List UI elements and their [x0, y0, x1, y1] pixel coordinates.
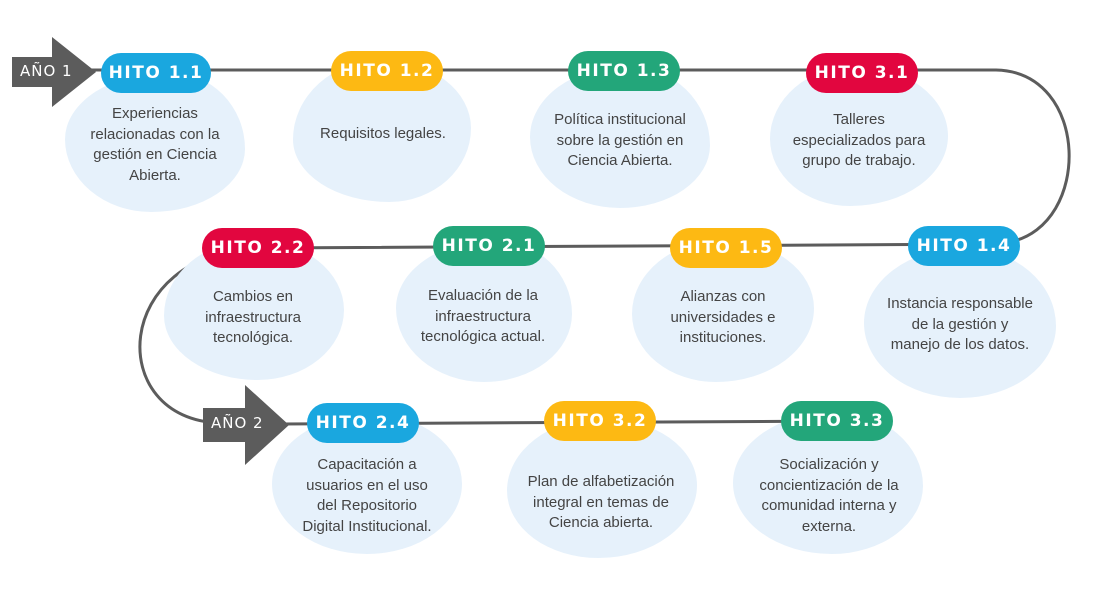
hito-3-2-description: Plan de alfabetización integral en temas…	[527, 473, 675, 531]
year-1-arrow	[12, 37, 96, 107]
hito-2-1-description: Evaluación de la infraestructura tecnoló…	[420, 287, 546, 345]
year-2-arrow	[203, 385, 289, 465]
hito-3-3-description: Socialización y concientización de la co…	[759, 456, 899, 535]
hito-1-1-badge: HITO 1.1	[101, 53, 211, 93]
hito-2-4-description: Capacitación a usuarios en el uso del Re…	[302, 456, 432, 535]
hito-3-2-badge: HITO 3.2	[544, 401, 656, 441]
year-1-label: AÑO 1	[20, 62, 73, 80]
hito-1-1-description: Experiencias relacionadas con la gestión…	[90, 105, 220, 184]
hito-1-4-description: Instancia responsable de la gestión y ma…	[887, 295, 1033, 353]
hito-3-1-description: Talleres especializados para grupo de tr…	[792, 111, 926, 169]
hito-1-2-badge: HITO 1.2	[331, 51, 443, 91]
hito-3-2-bubble	[507, 418, 697, 558]
hito-1-5-description: Alianzas con universidades e institucion…	[670, 288, 776, 346]
year-2-label: AÑO 2	[211, 414, 264, 432]
hito-2-4-badge: HITO 2.4	[307, 403, 419, 443]
hito-3-3-badge: HITO 3.3	[781, 401, 893, 441]
hito-1-3-badge: HITO 1.3	[568, 51, 680, 91]
hito-2-2-badge: HITO 2.2	[202, 228, 314, 268]
hito-1-2-description: Requisitos legales.	[320, 125, 446, 142]
timeline-row-1	[88, 68, 1071, 244]
hito-1-3-description: Política institucional sobre la gestión …	[554, 111, 686, 169]
hito-1-5-badge: HITO 1.5	[670, 228, 782, 268]
hito-2-2-description: Cambios en infraestructura tecnológica.	[205, 288, 301, 346]
hito-3-1-badge: HITO 3.1	[806, 53, 918, 93]
hito-1-4-bubble	[864, 248, 1056, 398]
hito-1-4-badge: HITO 1.4	[908, 226, 1020, 266]
hito-2-1-badge: HITO 2.1	[433, 226, 545, 266]
hito-1-1-bubble	[65, 72, 245, 212]
